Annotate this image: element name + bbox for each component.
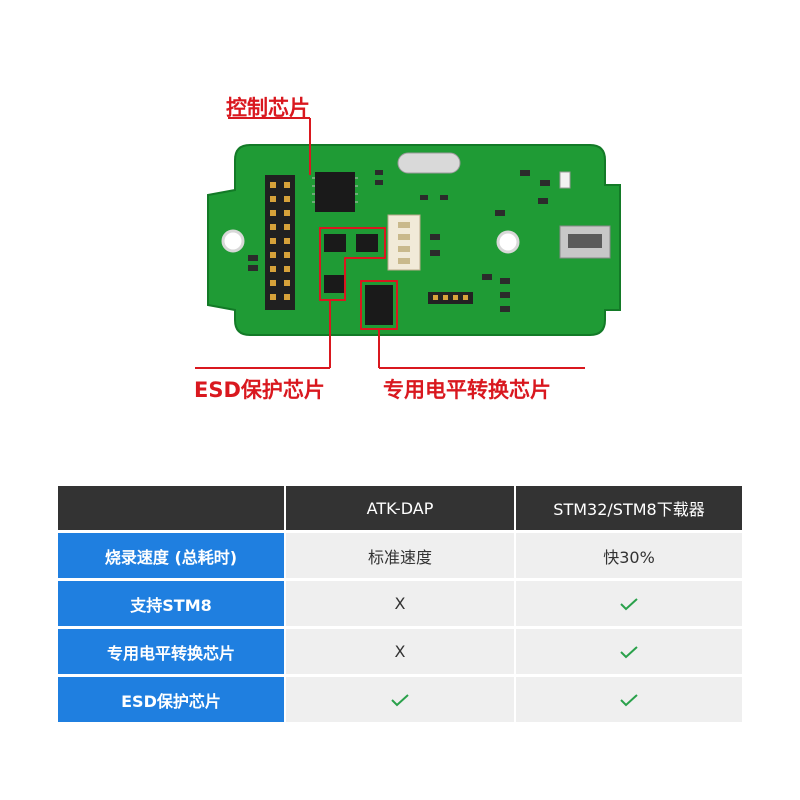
mount-hole-right xyxy=(496,230,520,254)
check-icon xyxy=(620,645,638,658)
mount-hole-left xyxy=(221,229,245,253)
row-label: 烧录速度 (总耗时) xyxy=(58,533,284,578)
level-shift-chip xyxy=(365,285,393,325)
row-stm-check xyxy=(516,677,742,722)
header-cell-atk-dap: ATK-DAP xyxy=(286,486,514,530)
pcb-board-illustration xyxy=(195,117,621,369)
row-atk-value: 标准速度 xyxy=(286,533,514,578)
table-row: 支持STM8 X xyxy=(58,581,742,626)
header-cell-empty xyxy=(58,486,284,530)
row-stm-check xyxy=(516,629,742,674)
table-row: ESD保护芯片 xyxy=(58,677,742,722)
callout-esd-chip: ESD保护芯片 xyxy=(194,378,325,402)
table-header: ATK-DAP STM32/STM8下载器 xyxy=(58,486,742,530)
esd-chip-1 xyxy=(324,234,346,252)
row-stm-check xyxy=(516,581,742,626)
check-icon xyxy=(620,693,638,706)
row-atk-value: X xyxy=(286,581,514,626)
header-cell-stm: STM32/STM8下载器 xyxy=(516,486,742,530)
row-label: 专用电平转换芯片 xyxy=(58,629,284,674)
row-stm-value: 快30% xyxy=(516,533,742,578)
table-row: 专用电平转换芯片 X xyxy=(58,629,742,674)
check-icon xyxy=(620,597,638,610)
callout-level-shift-chip: 专用电平转换芯片 xyxy=(383,378,551,402)
callout-control-chip: 控制芯片 xyxy=(226,96,310,120)
pin-header xyxy=(265,175,295,310)
control-chip xyxy=(315,172,355,212)
led xyxy=(559,171,571,189)
esd-chip-2 xyxy=(356,234,378,252)
row-atk-value: X xyxy=(286,629,514,674)
esd-chip-3 xyxy=(324,275,346,293)
row-atk-check xyxy=(286,677,514,722)
row-label: 支持STM8 xyxy=(58,581,284,626)
check-icon xyxy=(391,693,409,706)
table-row: 烧录速度 (总耗时) 标准速度 快30% xyxy=(58,533,742,578)
crystal xyxy=(397,152,461,174)
bottom-header xyxy=(428,292,473,304)
row-label: ESD保护芯片 xyxy=(58,677,284,722)
